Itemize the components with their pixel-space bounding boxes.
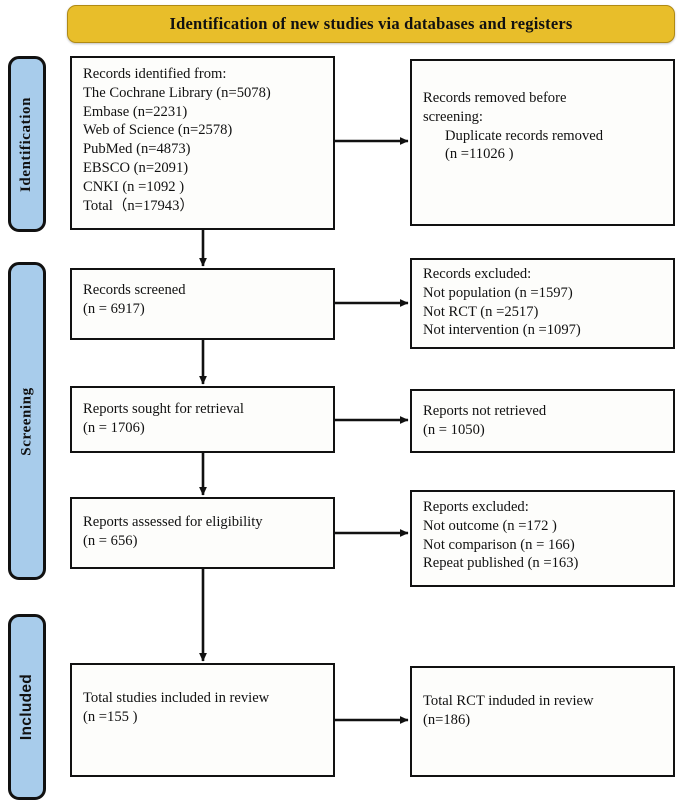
- node-line: Reports assessed for eligibility: [83, 514, 263, 530]
- node-line: screening:: [423, 108, 483, 125]
- node-records-screened: Records screened (n = 6917): [70, 268, 335, 340]
- node-total-studies-included: Total studies included in review (n =155…: [70, 663, 335, 777]
- node-line: Records screened: [83, 282, 186, 298]
- node-line: EBSCO (n=2091): [83, 160, 189, 177]
- node-line: The Cochrane Library (n=5078): [83, 84, 271, 101]
- node-line: (n = 6917): [83, 300, 145, 317]
- node-records-identified: Records identified from: The Cochrane Li…: [70, 56, 335, 230]
- stage-label-included-text: Included: [18, 673, 36, 741]
- diagram-header-banner: Identification of new studies via databa…: [67, 5, 675, 43]
- node-line: (n = 1050): [423, 421, 485, 438]
- node-line: Reports excluded:: [423, 499, 529, 515]
- node-line: (n=186): [423, 711, 471, 728]
- stage-label-screening-text: Screening: [18, 386, 35, 456]
- node-line: Total（n=17943）: [83, 197, 194, 214]
- node-line: Records excluded:: [423, 266, 532, 282]
- node-line: Embase (n=2231): [83, 103, 188, 120]
- node-reports-not-retrieved: Reports not retrieved (n = 1050): [410, 389, 675, 453]
- node-line: Reports not retrieved: [423, 403, 547, 419]
- node-line: CNKI (n =1092 ): [83, 178, 185, 195]
- stage-label-identification: Identification: [8, 56, 46, 232]
- node-records-excluded: Records excluded: Not population (n =159…: [410, 258, 675, 349]
- node-line: PubMed (n=4873): [83, 141, 191, 158]
- node-line: Records identified from:: [83, 66, 227, 82]
- node-line: Not intervention (n =1097): [423, 322, 581, 339]
- node-line: Not outcome (n =172 ): [423, 517, 557, 534]
- stage-label-included: Included: [8, 614, 46, 800]
- node-line: (n =155 ): [83, 708, 138, 725]
- stage-label-screening: Screening: [8, 262, 46, 580]
- diagram-title: Identification of new studies via databa…: [169, 14, 573, 33]
- node-line: Web of Science (n=2578): [83, 122, 233, 139]
- node-records-removed-before-screening: Records removed before screening: Duplic…: [410, 59, 675, 226]
- node-reports-excluded: Reports excluded: Not outcome (n =172 ) …: [410, 490, 675, 587]
- node-line: Not population (n =1597): [423, 284, 573, 301]
- node-line: Not comparison (n = 166): [423, 536, 575, 553]
- node-line: Total RCT induded in review: [423, 693, 594, 709]
- node-line: Reports sought for retrieval: [83, 401, 244, 417]
- node-line: Repeat published (n =163): [423, 555, 579, 572]
- node-line: (n =11026 ): [445, 146, 514, 163]
- node-reports-assessed-for-eligibility: Reports assessed for eligibility (n = 65…: [70, 497, 335, 569]
- node-line: (n = 1706): [83, 419, 145, 436]
- node-total-rct-included: Total RCT induded in review (n=186): [410, 666, 675, 777]
- node-line: Not RCT (n =2517): [423, 303, 539, 320]
- node-line: Records removed before: [423, 90, 567, 106]
- stage-label-identification-text: Identification: [18, 96, 35, 192]
- node-reports-sought-for-retrieval: Reports sought for retrieval (n = 1706): [70, 386, 335, 453]
- node-line: (n = 656): [83, 532, 138, 549]
- node-line: Duplicate records removed: [445, 127, 604, 144]
- node-line: Total studies included in review: [83, 690, 270, 706]
